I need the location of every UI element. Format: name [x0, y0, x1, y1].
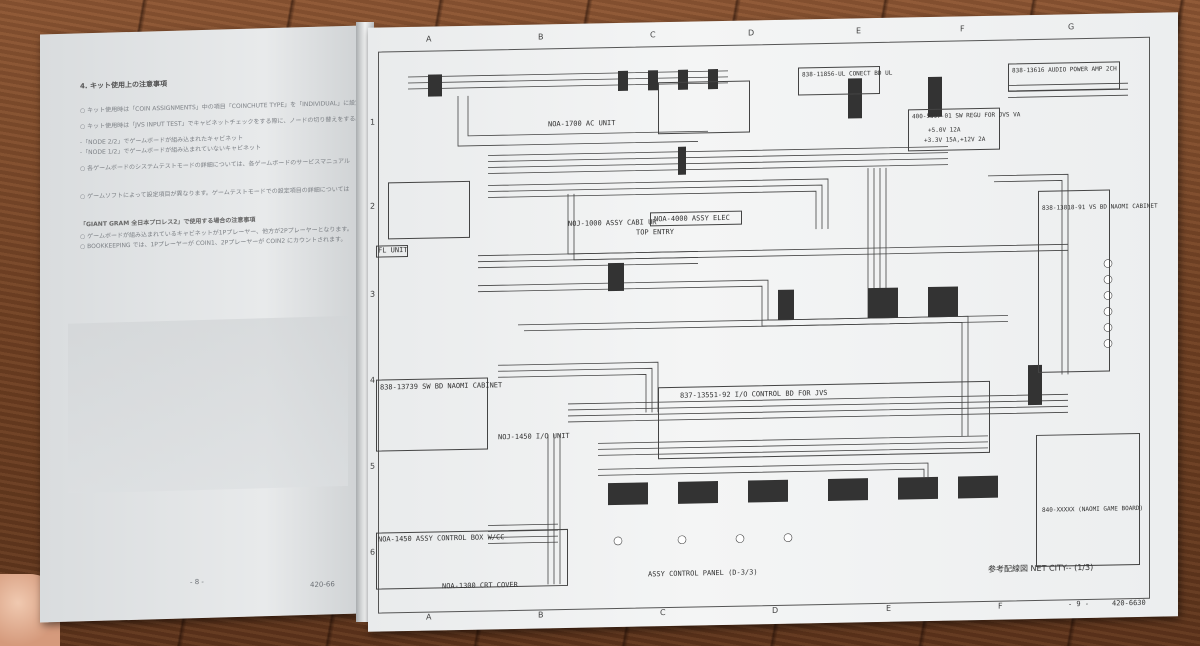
faded-area: [68, 315, 348, 494]
elec-label: NOA-4000 ASSY ELEC: [654, 213, 730, 224]
text-line: ○ 各ゲームボードのシステムテストモードの詳細については、各ゲームボードのサービ…: [80, 157, 350, 173]
text-line: ○ キット使用時は「JVS INPUT TEST」でキャビネットチェックをする際…: [80, 115, 374, 131]
ac-unit-label: NOA-1700 AC UNIT: [548, 119, 616, 129]
fl-unit-label: FL UNIT: [378, 246, 408, 255]
top-entry-label: TOP ENTRY: [636, 227, 674, 237]
ac-unit-box: [658, 80, 750, 135]
diagram-title: 参考配線図 NET CITY-- (1/3): [988, 562, 1094, 574]
text-line: ○ キット使用時は「COIN ASSIGNMENTS」中の項目「COINCHUT…: [80, 99, 373, 115]
sw-reg-v1: +5.0V 12A: [928, 126, 961, 135]
table-box: [388, 180, 470, 240]
section-heading: 4. キット使用上の注意事項: [80, 79, 167, 91]
sheet-page-number: - 9 -: [1068, 599, 1090, 609]
sheet-doc-number: 420-6630: [1112, 598, 1146, 608]
page-number: - 8 -: [190, 577, 204, 587]
crt-cover-label: NOA-1300 CRT COVER: [442, 580, 518, 591]
io-unit-label: NOJ-1450 I/O UNIT: [498, 431, 570, 442]
wiring-lines: [408, 69, 1128, 585]
vs-bd-box: [1038, 189, 1110, 373]
text-line: ○ ゲームソフトによって設定項目が異なります。ゲームテストモードでの設定項目の詳…: [80, 185, 350, 201]
game-board-box: [1036, 432, 1140, 567]
sw-reg-v2: +3.3V 15A,+12V 2A: [924, 135, 986, 145]
cabi-label: NOJ-1000 ASSY CABI UR: [568, 218, 657, 228]
doc-number: 420-66: [310, 580, 335, 589]
left-manual-page: 4. キット使用上の注意事項 ○ キット使用時は「COIN ASSIGNMENT…: [40, 25, 373, 623]
wiring-diagram-sheet: A B C D E F G A B C D E F 1 2 3 4 5 6: [368, 12, 1178, 632]
